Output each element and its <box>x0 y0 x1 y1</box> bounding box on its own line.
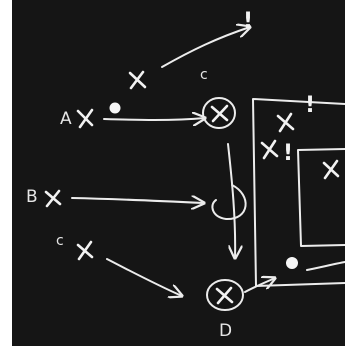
player-box-left-x <box>260 139 279 160</box>
exclamation-box-left: ! <box>283 141 293 166</box>
play-diagram: A ! c B c D <box>26 9 345 341</box>
player-box-upper-x <box>276 112 295 133</box>
player-c-x <box>210 104 229 123</box>
player-d-x <box>215 286 234 305</box>
player-b-x <box>44 189 62 208</box>
arrow-a-to-top <box>161 27 250 68</box>
key-box <box>297 148 345 247</box>
label-d: D <box>219 321 232 341</box>
exclamation-box-upper: ! <box>305 93 315 118</box>
player-box-right-x <box>322 159 340 180</box>
player-a-x <box>76 108 94 129</box>
arrow-c-left-to-d <box>106 258 182 296</box>
label-a: A <box>60 109 72 129</box>
label-b: B <box>26 187 38 207</box>
player-x-upper <box>128 70 147 90</box>
chalkboard: A ! c B c D <box>12 0 345 346</box>
arrow-a-to-c <box>103 118 205 120</box>
pass-line-right <box>306 261 345 271</box>
player-c-left-x <box>76 240 94 261</box>
screen-loop <box>211 184 247 221</box>
exclamation-top: ! <box>243 9 253 34</box>
arrow-b <box>71 198 204 203</box>
ball-court <box>286 257 298 269</box>
arrow-d-to-court <box>244 278 275 293</box>
circle-d <box>206 279 244 311</box>
label-c-left: c <box>56 233 64 249</box>
arrow-c-to-d <box>227 143 235 258</box>
circle-c <box>202 97 236 129</box>
label-c-top: c <box>200 67 208 83</box>
ball-a <box>109 102 121 114</box>
